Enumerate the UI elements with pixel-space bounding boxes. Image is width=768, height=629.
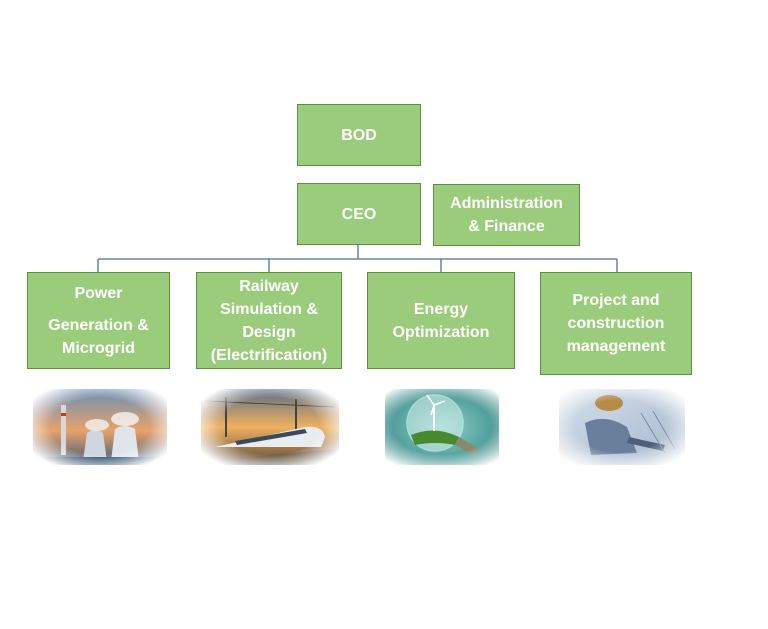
project-label-line3: management <box>567 335 666 358</box>
railway-box: Railway Simulation & Design (Electrifica… <box>196 272 342 369</box>
bod-label: BOD <box>341 124 377 147</box>
ceo-box: CEO <box>297 183 421 245</box>
ceo-label: CEO <box>342 203 377 226</box>
railway-label-line3: Design <box>242 321 295 344</box>
electric-train-icon <box>195 383 345 469</box>
construction-worker-icon <box>545 383 695 469</box>
power-box: Power Generation & Microgrid <box>27 272 170 369</box>
admin-label-line2: & Finance <box>468 215 544 238</box>
power-plant-icon <box>25 383 175 469</box>
energy-label-line2: Optimization <box>393 321 490 344</box>
power-label-line2: Generation & <box>48 314 148 337</box>
lightbulb-windmill-icon <box>367 383 517 469</box>
power-plant-image <box>25 383 175 469</box>
project-label-line2: construction <box>568 312 665 335</box>
electric-train-image <box>195 383 345 469</box>
lightbulb-image <box>367 383 517 469</box>
construction-image <box>545 383 695 469</box>
energy-box: Energy Optimization <box>367 272 515 369</box>
project-label-line1: Project and <box>572 289 659 312</box>
railway-label-line2: Simulation & <box>220 298 318 321</box>
power-label-line3: Microgrid <box>62 337 135 360</box>
bod-box: BOD <box>297 104 421 166</box>
energy-label-line1: Energy <box>414 298 468 321</box>
railway-label-line4: (Electrification) <box>211 344 327 367</box>
project-box: Project and construction management <box>540 272 692 375</box>
railway-label-line1: Railway <box>239 275 299 298</box>
admin-label-line1: Administration <box>450 192 563 215</box>
admin-finance-box: Administration & Finance <box>433 184 580 246</box>
power-label-line1: Power <box>74 282 122 305</box>
